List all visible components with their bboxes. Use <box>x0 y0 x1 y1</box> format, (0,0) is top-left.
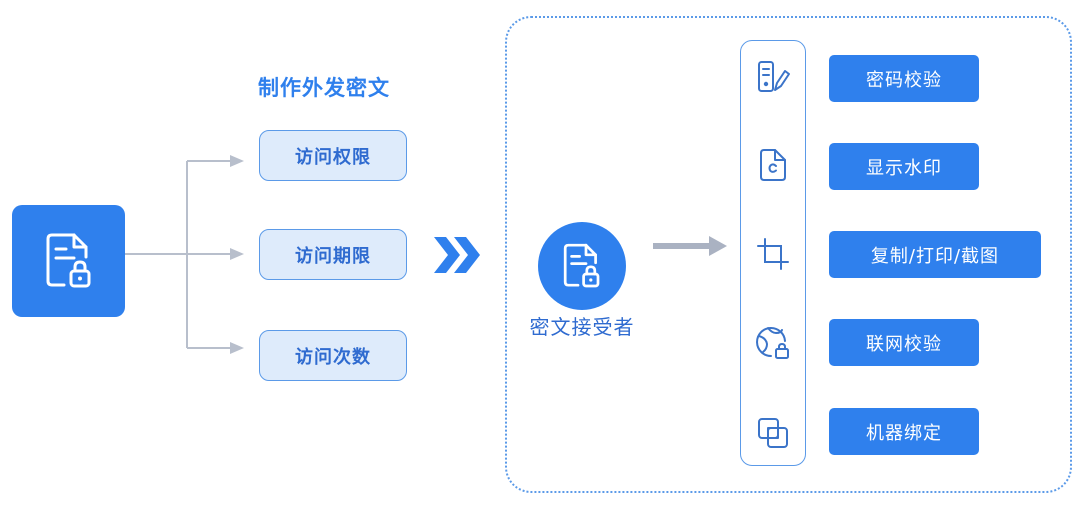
password-check-button[interactable]: 密码校验 <box>829 55 979 102</box>
device-bind-icon <box>753 413 793 453</box>
receiver-label: 密文接受者 <box>529 315 635 339</box>
receiver-avatar <box>538 222 626 310</box>
show-watermark-button[interactable]: 显示水印 <box>829 143 979 190</box>
encrypted-document-icon <box>46 233 90 288</box>
crop-icon <box>753 234 793 274</box>
encrypted-document-icon <box>563 243 600 288</box>
machine-binding-button[interactable]: 机器绑定 <box>829 408 979 455</box>
password-check-icon <box>753 57 793 97</box>
copy-print-screenshot-button[interactable]: 复制/打印/截图 <box>829 231 1041 278</box>
access-period-box[interactable]: 访问期限 <box>259 229 407 280</box>
watermark-icon <box>753 145 793 185</box>
receiver-panel <box>505 16 1072 493</box>
globe-lock-icon <box>753 323 793 363</box>
double-chevron-arrow-icon <box>434 237 480 273</box>
right-arrow-icon <box>653 236 727 256</box>
source-document-box <box>12 205 125 317</box>
online-check-button[interactable]: 联网校验 <box>829 319 979 366</box>
feature-icon-column <box>740 40 806 466</box>
make-ciphertext-heading: 制作外发密文 <box>258 76 390 100</box>
access-permission-box[interactable]: 访问权限 <box>259 130 407 181</box>
access-count-box[interactable]: 访问次数 <box>259 330 407 381</box>
